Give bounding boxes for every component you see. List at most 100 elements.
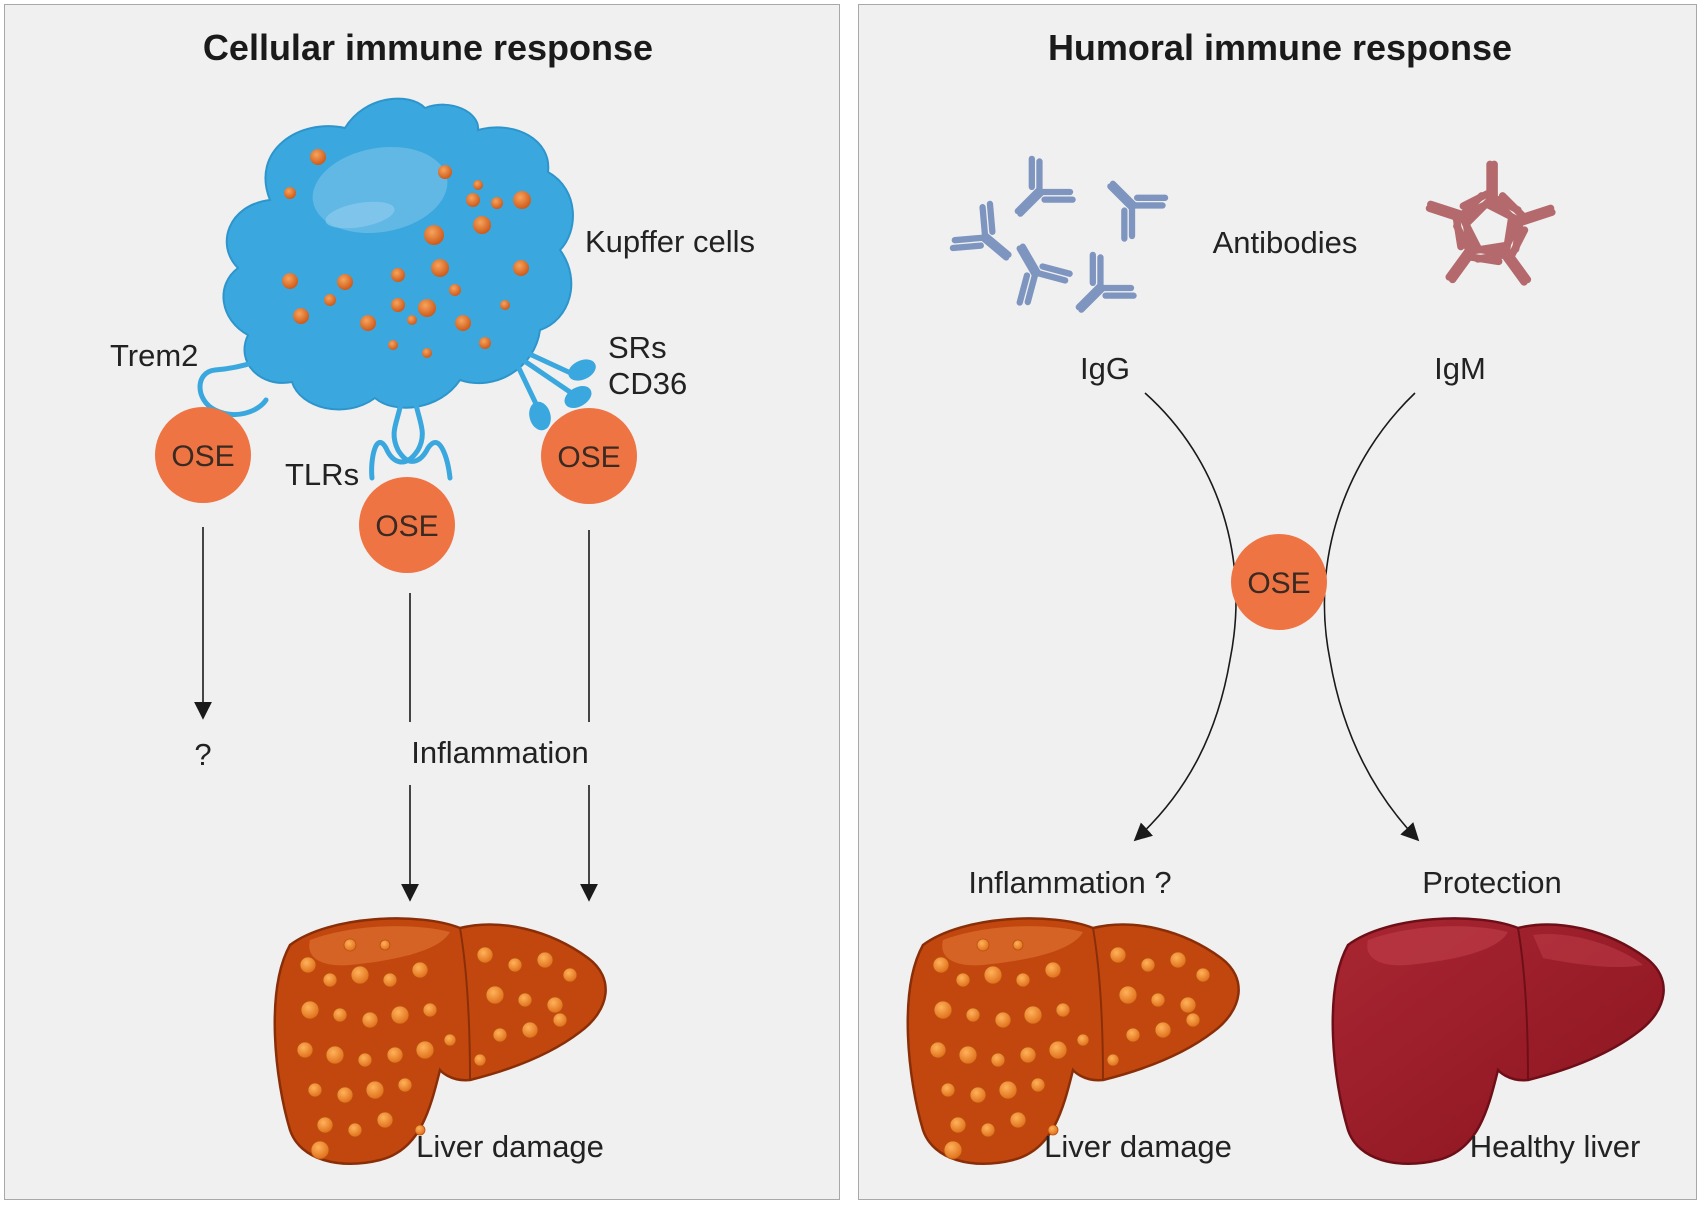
fat-droplet [994, 1011, 1012, 1029]
fat-droplet [546, 996, 564, 1014]
igm-outcome-label: Protection [1422, 865, 1562, 900]
fat-droplet [411, 961, 429, 979]
inflammation-label: Inflammation [411, 735, 588, 770]
damaged-liver-icon [273, 917, 607, 1165]
tlrs-label: TLRs [285, 457, 359, 492]
fat-droplet [325, 1045, 345, 1065]
antibody-icon [1425, 187, 1498, 259]
trem2-receptor [197, 342, 288, 417]
fat-droplet [1012, 939, 1024, 951]
kupffer-cell-icon [197, 97, 596, 481]
granule [513, 260, 529, 276]
antibody-icon [1425, 160, 1556, 286]
fat-droplet [998, 1080, 1018, 1100]
fat-droplet [492, 1027, 508, 1043]
granule [513, 191, 531, 209]
fat-droplet [397, 1077, 413, 1093]
granule [473, 180, 483, 190]
antibody-icon [1107, 180, 1169, 242]
fat-droplet [517, 992, 533, 1008]
fat-droplet [536, 951, 554, 969]
ose-circle: OSE [155, 407, 251, 503]
fat-droplet [386, 1046, 404, 1064]
granule [473, 216, 491, 234]
antibodies-label: Antibodies [1213, 225, 1358, 260]
granule [449, 284, 461, 296]
svg-text:OSE: OSE [1247, 567, 1310, 600]
fat-droplet [336, 1086, 354, 1104]
fat-droplet [322, 972, 338, 988]
fat-droplet [1044, 961, 1062, 979]
fat-droplet [562, 967, 578, 983]
ose-circle: OSE [541, 408, 637, 504]
cell-granules [282, 149, 531, 358]
liver-damage-label: Liver damage [1044, 1129, 1232, 1164]
granule [282, 273, 298, 289]
healthy-liver-icon [1331, 917, 1665, 1165]
granule [466, 193, 480, 207]
fat-droplet [932, 956, 950, 974]
granule [424, 225, 444, 245]
igg-label: IgG [1080, 351, 1130, 386]
fat-droplet [969, 1086, 987, 1104]
fat-droplet [347, 1122, 363, 1138]
fat-droplet [1106, 1053, 1120, 1067]
kupffer-label: Kupffer cells [585, 224, 755, 259]
fat-droplet [485, 985, 505, 1005]
fat-droplet [1118, 985, 1138, 1005]
fat-droplet [1185, 1012, 1201, 1028]
fat-droplet [390, 1005, 410, 1025]
svg-text:OSE: OSE [171, 440, 234, 473]
fat-droplet [552, 1012, 568, 1028]
antibody-icon [949, 200, 1012, 261]
fat-droplet [382, 972, 398, 988]
fat-droplet [296, 1041, 314, 1059]
fat-droplet [1009, 1111, 1027, 1129]
fat-droplet [1140, 957, 1156, 973]
fat-droplet [350, 965, 370, 985]
fat-droplet [958, 1045, 978, 1065]
fat-droplet [1055, 1002, 1071, 1018]
antibody-icon [1075, 251, 1137, 313]
fat-droplet [976, 938, 990, 952]
antibody-icon [949, 155, 1169, 313]
sr-receptor [507, 342, 596, 431]
fat-droplet [361, 1011, 379, 1029]
fat-droplet [476, 946, 494, 964]
ose-circle: OSE [359, 477, 455, 573]
fat-droplet [1154, 1021, 1172, 1039]
fat-droplet [983, 965, 1003, 985]
fat-droplet [1048, 1040, 1068, 1060]
fat-droplet [507, 957, 523, 973]
fat-droplet [980, 1122, 996, 1138]
granule [324, 294, 336, 306]
unknown-outcome-label: ? [194, 737, 211, 772]
fat-droplet [1030, 1077, 1046, 1093]
granule [438, 165, 452, 179]
fat-droplet [949, 1116, 967, 1134]
fat-droplet [955, 972, 971, 988]
igg-outcome-label: Inflammation ? [968, 865, 1171, 900]
healthy-liver-label: Healthy liver [1470, 1129, 1641, 1164]
granule [500, 300, 510, 310]
fat-droplet [1076, 1033, 1090, 1047]
antibody-icon [1016, 243, 1073, 306]
granule [293, 308, 309, 324]
fat-droplet [521, 1021, 539, 1039]
damaged-liver-icon [906, 917, 1240, 1165]
fat-droplet [990, 1052, 1006, 1068]
fat-droplet [943, 1140, 963, 1160]
granule [455, 315, 471, 331]
fat-droplet [414, 1124, 426, 1136]
tlr-receptor [369, 392, 453, 481]
humoral-title: Humoral immune response [1048, 27, 1512, 68]
fat-droplet [443, 1033, 457, 1047]
cellular-title: Cellular immune response [203, 27, 653, 68]
ose-circle: OSE [1231, 534, 1327, 630]
granule [284, 187, 296, 199]
fat-droplet [316, 1116, 334, 1134]
granule [422, 348, 432, 358]
fat-droplet [365, 1080, 385, 1100]
fat-droplet [379, 939, 391, 951]
